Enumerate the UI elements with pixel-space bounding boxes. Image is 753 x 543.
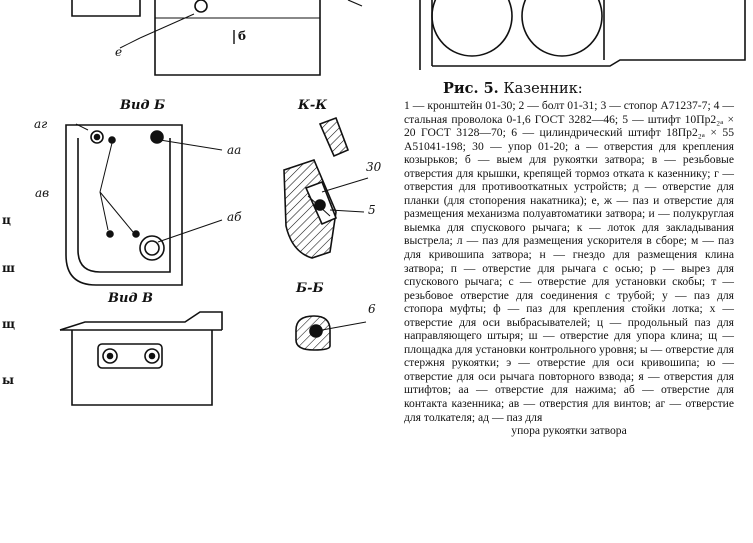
section-bb-title: Б-Б [296,281,324,296]
view-v-drawing [59,311,223,406]
callout-av: ав [35,186,50,200]
edge-letter-y: ы [2,373,15,387]
section-kk-title: К-К [298,98,328,113]
section-bb-drawing [295,315,367,351]
callout-30: 30 [366,160,382,174]
edge-letter-shch: щ [2,317,15,331]
figure-number: Рис. 5. [443,80,499,97]
view-b-title: Вид Б [120,98,166,113]
figure-legend-tail: упора рукоятки затвора [511,424,627,438]
callout-aa: аа [227,143,242,157]
callout-5: 5 [368,203,376,217]
figure-title: Казенник: [503,81,583,97]
callout-ag: аг [34,117,48,131]
figure-caption-title: Рис. 5. Казенник: [443,80,583,97]
top-right-fragment [419,0,746,70]
edge-letter-sh: ш [2,261,15,275]
callout-e: е [115,45,123,59]
callout-6: 6 [368,302,376,316]
callout-ab: аб [227,210,242,224]
view-v-title: Вид В [108,291,153,306]
callout-b-letter: б [238,29,247,43]
figure-legend-body: 1 — кронштейн 01-30; 2 — болт 01-31; 3 —… [404,99,734,424]
view-b-drawing [65,123,223,286]
section-kk-drawing [283,116,369,259]
top-view-fragment [71,0,363,76]
figure-legend: 1 — кронштейн 01-30; 2 — болт 01-31; 3 —… [404,99,734,438]
edge-letter-ts: ц [2,213,11,227]
